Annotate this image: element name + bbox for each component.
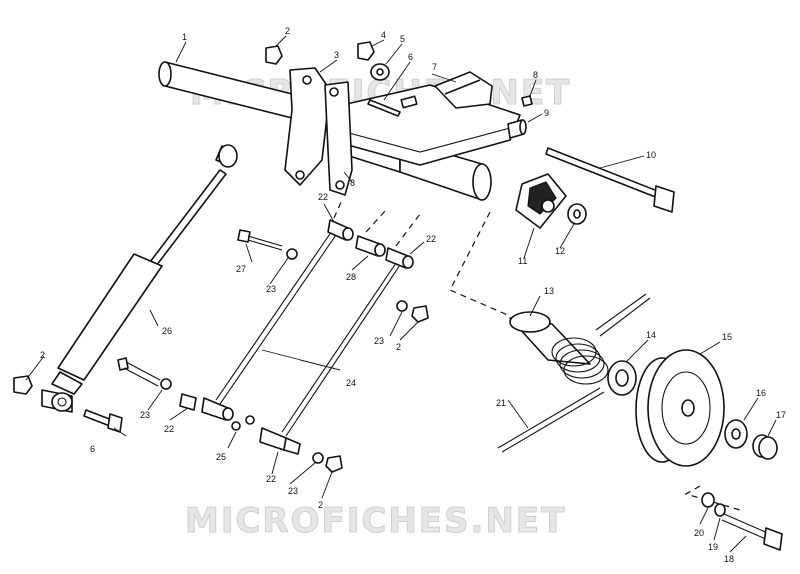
part-5-washer <box>370 63 390 81</box>
part-27-bolt <box>237 229 298 260</box>
callout-6-lower: 6 <box>90 444 95 454</box>
callout-19: 19 <box>708 542 718 552</box>
part-23-washer-a <box>396 300 408 312</box>
part-28-bushing <box>355 235 386 257</box>
part-6-bolt-lower <box>83 409 123 433</box>
callout-7: 7 <box>432 62 437 72</box>
callout-17: 17 <box>776 410 786 420</box>
part-25-bushing <box>201 397 234 421</box>
callout-23-d: 23 <box>288 486 298 496</box>
assembly-line-a <box>333 199 343 219</box>
part-18-bolt <box>721 513 783 551</box>
part-3-side-plate <box>284 67 331 186</box>
part-15-idler-wheel <box>635 349 725 467</box>
part-26-shock-absorber <box>41 144 238 413</box>
callout-26: 26 <box>162 326 172 336</box>
part-8-side-plate <box>324 81 353 196</box>
part-21-spring-arm <box>497 387 605 453</box>
callout-12: 12 <box>555 246 565 256</box>
part-13-spring <box>551 293 651 385</box>
callout-23-b: 23 <box>374 336 384 346</box>
watermark-bottom: MICROFICHES.NET <box>185 501 566 541</box>
callout-28: 28 <box>346 272 356 282</box>
part-4-nut <box>357 41 375 61</box>
callout-2-bottom: 2 <box>318 500 323 510</box>
assembly-line-e <box>684 485 741 511</box>
callout-27: 27 <box>236 264 246 274</box>
part-24-links <box>215 227 403 437</box>
part-22-bushing-c <box>179 393 197 411</box>
part-25-washers <box>231 415 255 431</box>
callout-6: 6 <box>408 52 413 62</box>
part-20-washer <box>701 492 715 508</box>
callout-25: 25 <box>216 452 226 462</box>
part-14-washer <box>607 360 637 396</box>
callout-2-left: 2 <box>40 350 45 360</box>
part-17-bushing <box>752 434 778 460</box>
callout-20: 20 <box>694 528 704 538</box>
callout-15: 15 <box>722 332 732 342</box>
part-23-washer-b <box>312 452 324 464</box>
callout-13: 13 <box>544 286 554 296</box>
callout-2-mid: 2 <box>396 342 401 352</box>
callout-18: 18 <box>724 554 734 564</box>
part-6-pin <box>367 99 401 117</box>
callout-21: 21 <box>496 398 506 408</box>
part-22-bushing-b <box>385 247 414 269</box>
part-23-bolt-mid <box>117 357 172 390</box>
callout-22-d: 22 <box>266 474 276 484</box>
callout-8-mid: 8 <box>350 178 355 188</box>
part-22-bushing-d <box>259 427 301 455</box>
callout-23-c: 23 <box>140 410 150 420</box>
callout-23-a: 23 <box>266 284 276 294</box>
callout-9: 9 <box>544 108 549 118</box>
callout-4: 4 <box>381 30 386 40</box>
part-2-nut-mid <box>411 305 429 323</box>
part-2-nut-left <box>13 375 33 395</box>
callout-16: 16 <box>756 388 766 398</box>
callout-8-top: 8 <box>533 70 538 80</box>
callout-labels: 1 2 3 4 5 6 7 8 9 10 8 11 12 13 14 15 16… <box>40 26 786 564</box>
part-2-nut-bottom <box>325 455 343 473</box>
part-12-washer <box>567 203 587 225</box>
callout-1: 1 <box>182 32 187 42</box>
callout-5: 5 <box>400 34 405 44</box>
callout-22-b: 22 <box>426 234 436 244</box>
assembly-line-d <box>449 211 511 317</box>
callout-3: 3 <box>334 50 339 60</box>
part-8-screw <box>521 95 533 107</box>
part-19-washer <box>714 503 726 517</box>
callout-11: 11 <box>518 256 527 266</box>
part-16-washer <box>724 419 748 449</box>
leader-lines <box>25 35 777 553</box>
part-22-bushing-a <box>327 219 354 241</box>
callout-22-c: 22 <box>164 424 174 434</box>
part-9-bushing <box>507 119 527 139</box>
part-2-nut-top <box>265 45 283 65</box>
part-10-bolt <box>545 147 675 213</box>
part-11-nut-block <box>515 173 567 229</box>
assembly-line-c <box>395 213 421 247</box>
callout-14: 14 <box>646 330 656 340</box>
callout-24: 24 <box>346 378 356 388</box>
callout-10: 10 <box>646 150 656 160</box>
assembly-line-b <box>365 209 387 233</box>
callout-22-a: 22 <box>318 192 328 202</box>
callout-2-top: 2 <box>285 26 290 36</box>
